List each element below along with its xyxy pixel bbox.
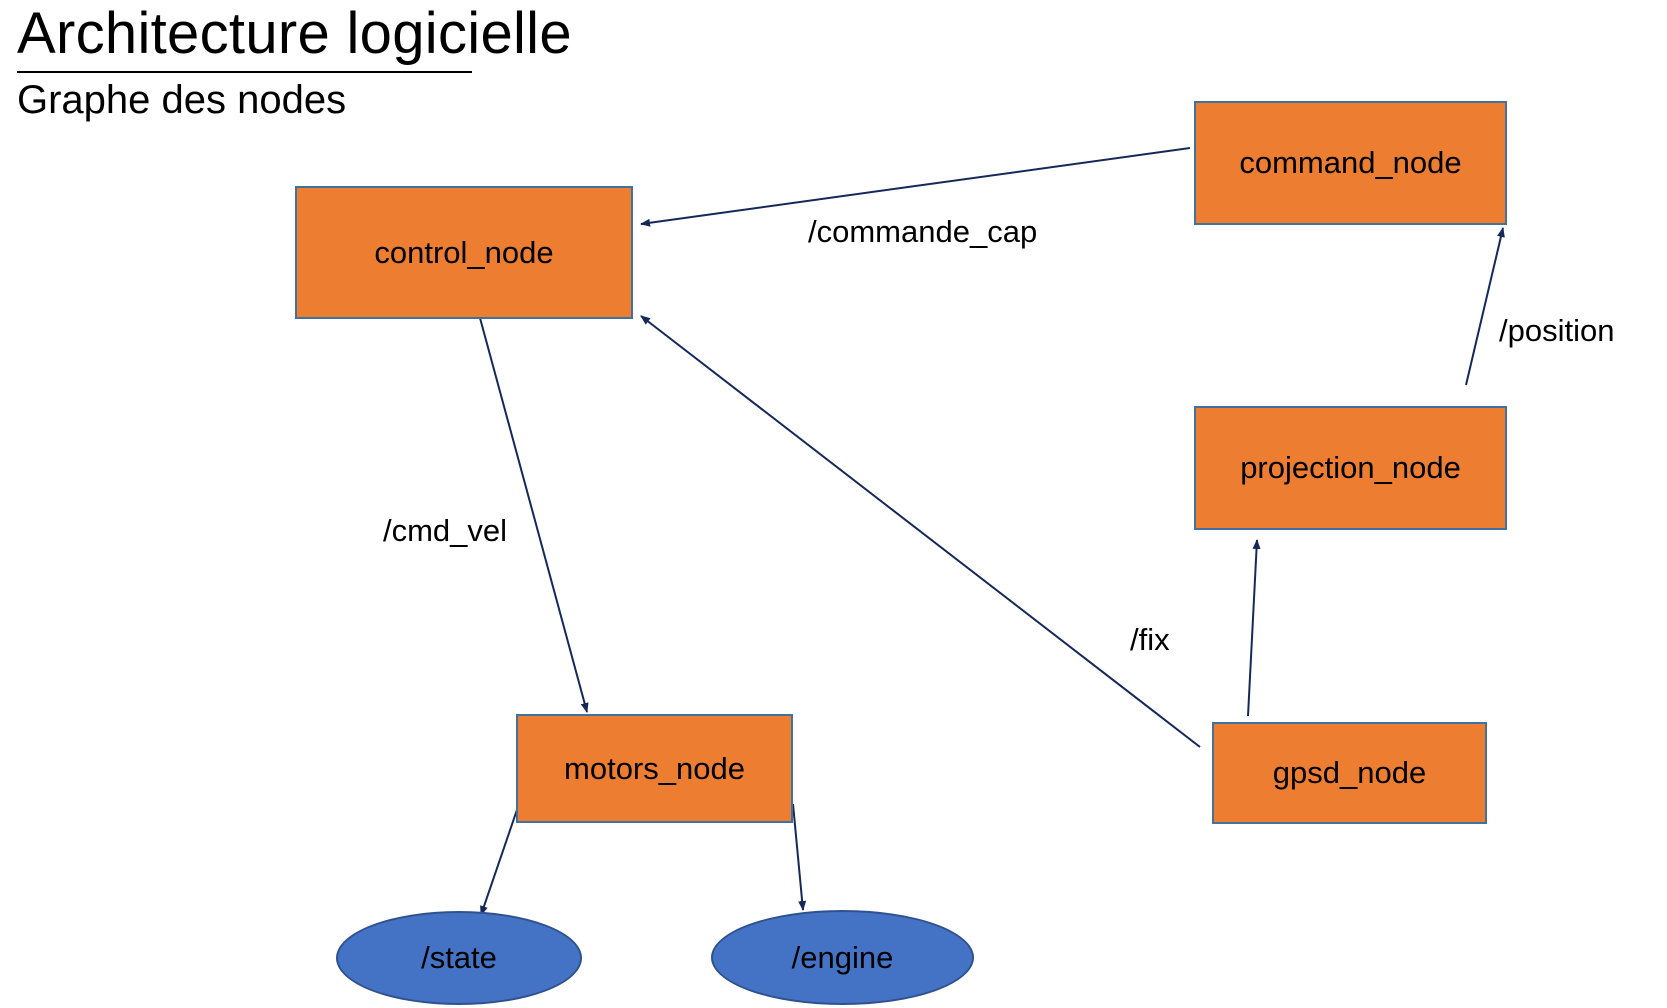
projection-node-label: projection_node bbox=[1240, 450, 1461, 485]
commande-cap-label: /commande_cap bbox=[808, 214, 1038, 249]
cmd-vel-label: /cmd_vel bbox=[383, 513, 508, 548]
position-label: /position bbox=[1499, 313, 1615, 348]
edge-fix-to-projection bbox=[1247, 539, 1261, 717]
edge-position bbox=[1465, 227, 1505, 386]
control-node: control_node bbox=[295, 186, 633, 319]
command-node: command_node bbox=[1194, 101, 1507, 225]
edge-cmd-vel bbox=[479, 317, 589, 713]
edge-engine bbox=[792, 803, 807, 911]
gpsd-node: gpsd_node bbox=[1212, 722, 1487, 824]
engine-topic: /engine bbox=[711, 910, 974, 1005]
title-underline bbox=[17, 71, 472, 73]
edge-state bbox=[480, 800, 521, 916]
motors-node: motors_node bbox=[516, 714, 793, 823]
state-topic: /state bbox=[336, 911, 582, 1005]
edge-commande-cap bbox=[640, 147, 1191, 227]
gpsd-node-label: gpsd_node bbox=[1272, 755, 1427, 790]
fix-label: /fix bbox=[1130, 622, 1170, 657]
page-subtitle: Graphe des nodes bbox=[17, 78, 347, 122]
engine-topic-label: /engine bbox=[791, 939, 894, 975]
motors-node-label: motors_node bbox=[564, 750, 745, 786]
command-node-label: command_node bbox=[1239, 145, 1462, 180]
control-node-label: control_node bbox=[374, 234, 554, 270]
projection-node: projection_node bbox=[1194, 406, 1507, 530]
edge-fix-to-control bbox=[640, 315, 1201, 748]
state-topic-label: /state bbox=[421, 940, 497, 975]
page-title: Architecture logicielle bbox=[17, 1, 572, 66]
